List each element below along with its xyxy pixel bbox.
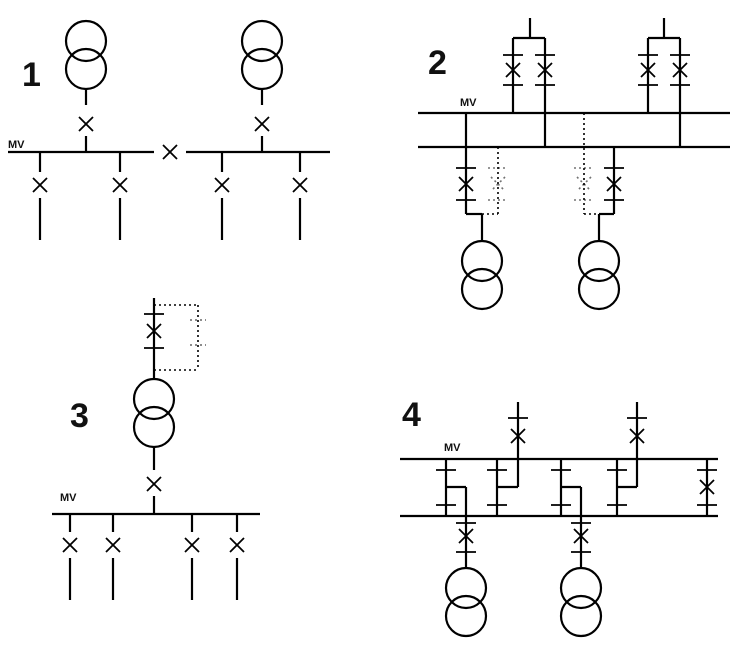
transformer bbox=[460, 239, 504, 311]
transformer bbox=[559, 566, 603, 638]
breaker-icon bbox=[112, 177, 128, 193]
bus-label: MV bbox=[444, 442, 461, 454]
diagram-1: 1 MV bbox=[8, 19, 330, 240]
breaker-icon bbox=[214, 177, 230, 193]
breaker-icon bbox=[78, 116, 94, 132]
diagram-2: 2 MV bbox=[418, 18, 730, 311]
transformer bbox=[240, 19, 284, 91]
breaker-icon bbox=[146, 476, 162, 492]
diagram-4: 4 MV bbox=[400, 396, 718, 638]
diagram-3: 3 MV bbox=[52, 298, 260, 600]
breaker-icon bbox=[292, 177, 308, 193]
diagram-number: 4 bbox=[402, 396, 421, 434]
breaker-icon bbox=[254, 116, 270, 132]
diagram-number: 2 bbox=[428, 44, 447, 82]
breaker-icon bbox=[229, 537, 245, 553]
transformer bbox=[577, 239, 621, 311]
transformer bbox=[64, 19, 108, 91]
diagram-number: 1 bbox=[22, 56, 41, 94]
breaker-icon bbox=[32, 177, 48, 193]
bus-label: MV bbox=[60, 492, 77, 504]
bus-label: MV bbox=[460, 97, 477, 109]
breaker-icon bbox=[62, 537, 78, 553]
transformer bbox=[444, 566, 488, 638]
bus-label: MV bbox=[8, 139, 25, 151]
breaker-icon bbox=[184, 537, 200, 553]
bus-tie-breaker-icon bbox=[162, 144, 178, 160]
breaker-icon bbox=[105, 537, 121, 553]
diagram-number: 3 bbox=[70, 397, 89, 435]
transformer bbox=[132, 377, 176, 449]
